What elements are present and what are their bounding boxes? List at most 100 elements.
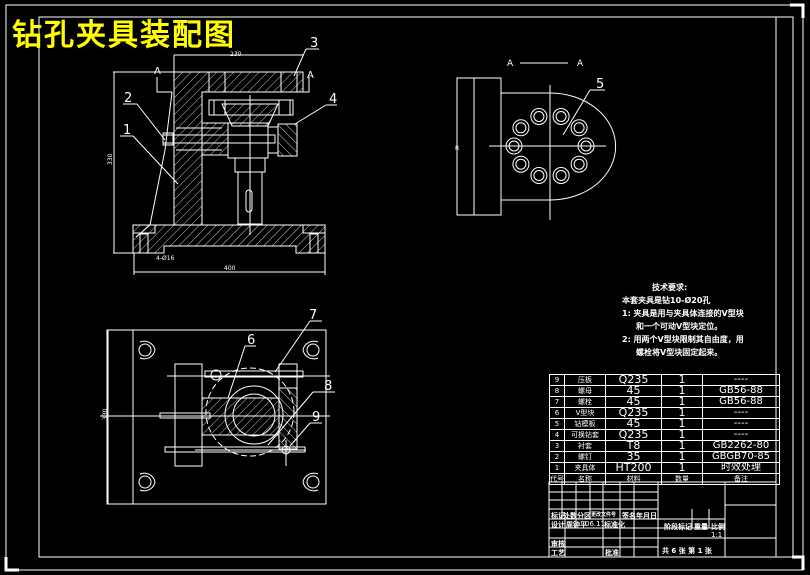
drill-hole [533,111,545,122]
title-block-grid [548,481,777,558]
bom-cell-remark: ---- [702,407,780,419]
drill-hole [570,155,588,173]
tb-design-date: 06.11 [585,520,606,528]
bom-cell-qty: 1 [661,418,703,430]
requirements-heading: 技术要求: [652,283,688,292]
drill-hole [512,119,530,137]
section-dim-label: R [455,145,459,152]
balloon-4: 4 [329,92,337,107]
dim-vertical-label: 330 [107,153,114,165]
bom-cell-material: 材料 [605,473,662,485]
bom-cell-name: 螺母 [564,385,606,397]
drill-hole [530,167,548,184]
bom-cell-remark: 备注 [702,473,780,485]
bom-cell-no: 代号 [549,473,565,485]
bom-cell-remark: 时效处理 [702,462,780,474]
tb-approve: 批准 [605,549,619,557]
bom-cell-no: 9 [549,374,565,386]
bom-cell-material: 45 [605,418,662,430]
bom-cell-no: 5 [549,418,565,430]
requirement-line: 和一个可动V型块定位。 [636,322,723,331]
front-view [113,48,337,275]
bom-cell-material: Q235 [605,407,662,419]
bom-cell-no: 1 [549,462,565,474]
bom-cell-remark: GB56-88 [702,385,780,397]
balloon-6: 6 [247,333,255,348]
top-view [100,320,335,505]
tb-review: 审核 [551,540,565,548]
tb-scale: 1:1 [711,531,723,539]
bom-cell-remark: GB2262-80 [702,440,780,452]
tb-design: 设计 [551,521,565,529]
bom-cell-name: 螺钉 [564,451,606,463]
bom-cell-name: 压板 [564,374,606,386]
tb-zone: 分区 [577,512,591,520]
balloon-2: 2 [124,91,132,106]
drill-hole [552,108,570,125]
bom-cell-name: 钻模板 [564,418,606,430]
bom-cell-qty: 1 [661,462,703,474]
bom-cell-remark: ---- [702,374,780,386]
bom-cell-material: T8 [605,440,662,452]
requirement-line: 螺栓将V型块固定起来。 [636,348,723,357]
drill-hole [555,111,567,122]
tb-change-doc: 更改文件号 [591,512,617,518]
tb-standardize: 标准化 [604,521,625,529]
top-dim-label: 330 [102,408,109,420]
tb-sheets: 共 6 张 第 1 张 [662,547,712,555]
bom-cell-no: 6 [549,407,565,419]
bom-cell-no: 7 [549,396,565,408]
bom-cell-name: 名称 [564,473,606,485]
tb-designer: 周钟平 [566,521,587,529]
drill-hole [515,122,527,134]
drill-hole [573,158,585,170]
drill-hole [533,170,545,181]
drill-hole [580,140,592,152]
bom-cell-name: 可换钻套 [564,429,606,441]
bom-cell-qty: 1 [661,407,703,419]
tb-mark: 标记 [551,512,565,520]
drill-hole [552,167,570,184]
tb-count: 处数 [563,512,577,520]
balloon-9: 9 [312,410,320,425]
tb-weight: 重量 [694,523,708,531]
bom-row: 代号名称材料数量备注 [549,473,780,485]
bom-cell-name: V型块 [564,407,606,419]
bom-cell-name: 夹具体 [564,462,606,474]
requirement-line: 本套夹具是钻10-Ø20孔 [622,296,711,305]
tb-process: 工艺 [551,549,565,557]
drill-hole [505,137,523,155]
bom-cell-material: 45 [605,385,662,397]
bom-cell-no: 4 [549,429,565,441]
bom-cell-qty: 1 [661,429,703,441]
requirement-line: 2: 用两个V型块限制其自由度，用 [622,335,744,344]
balloon-7: 7 [309,308,317,323]
balloon-3: 3 [310,36,318,51]
dim-bottom-label: 400 [224,265,236,272]
bom-cell-no: 8 [549,385,565,397]
bom-cell-material: 45 [605,396,662,408]
bom-cell-remark: GBGB70-85 [702,451,780,463]
bom-cell-no: 3 [549,440,565,452]
technical-requirements: 技术要求: 本套夹具是钻10-Ø20孔 1: 夹具是用与夹具体连接的V型块 和一… [622,281,744,359]
drill-hole [570,119,588,137]
drill-hole [577,137,595,155]
balloon-5: 5 [596,77,604,92]
bom-cell-material: 35 [605,451,662,463]
tb-date: 年月日 [636,512,657,520]
bom-cell-material: Q235 [605,429,662,441]
balloon-1: 1 [123,123,131,138]
section-mark-left: A [154,66,161,77]
drill-hole [508,140,520,152]
section-view [456,62,617,220]
